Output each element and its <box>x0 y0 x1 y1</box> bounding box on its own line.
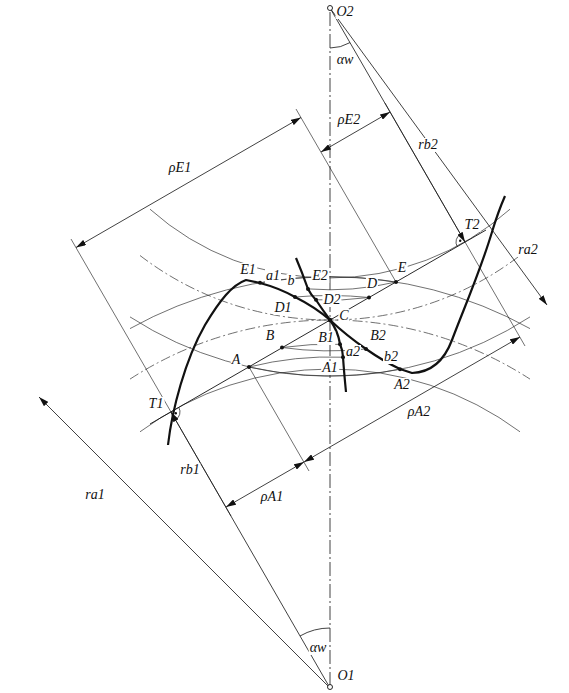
base-circle-1 <box>140 369 520 432</box>
point <box>258 281 262 285</box>
point <box>394 280 398 284</box>
point-label: ra2 <box>517 243 538 257</box>
point-label: a1 <box>265 269 281 283</box>
point-label: A1 <box>321 361 339 375</box>
angle-arc <box>330 43 350 48</box>
point-label: T2 <box>464 218 481 232</box>
point-label: O1 <box>336 669 355 683</box>
point-label: D1 <box>273 301 292 315</box>
dimension-line <box>76 118 301 248</box>
point-label: T1 <box>148 397 165 411</box>
line-of-action <box>150 230 486 424</box>
point <box>306 287 310 291</box>
point <box>280 346 284 350</box>
base-circle-2 <box>150 209 510 278</box>
point-label: A <box>231 353 242 367</box>
point-label: A2 <box>393 378 411 392</box>
point <box>328 318 333 323</box>
pitch-circle-1 <box>130 320 530 379</box>
point-label: b2 <box>383 350 399 364</box>
point-label: B2 <box>369 329 387 343</box>
angle-arc <box>300 628 330 636</box>
dimension-line <box>304 337 520 462</box>
point-label: D <box>366 277 378 291</box>
point-label: a2 <box>345 345 361 359</box>
gear-center <box>328 6 333 11</box>
right-angle-dot <box>175 412 177 414</box>
point-label: E1 <box>239 263 257 277</box>
point-label: C <box>338 309 349 323</box>
tip-circle-2 <box>130 317 530 376</box>
point-label: ρA2 <box>407 405 431 419</box>
center-axis <box>330 12 331 688</box>
gear2-tooth <box>296 196 505 373</box>
point <box>293 295 297 299</box>
contact-points <box>247 280 402 371</box>
point-label: E2 <box>311 269 329 283</box>
point-label: B1 <box>317 331 335 345</box>
right-angle-mark <box>456 234 461 246</box>
projection-arc <box>308 282 396 290</box>
point-label: b <box>287 274 296 288</box>
point <box>338 342 342 346</box>
point-label: ρA1 <box>260 490 284 504</box>
right-angle-mark <box>176 408 181 420</box>
point-label: ρE1 <box>168 161 192 175</box>
point-label: rb1 <box>179 463 200 477</box>
tip-radius-2 <box>330 8 547 305</box>
point <box>398 367 402 371</box>
right-angle-dot <box>459 240 461 242</box>
point <box>364 347 368 351</box>
gear-center <box>328 685 333 690</box>
point-label: O2 <box>335 5 354 19</box>
point <box>367 296 371 300</box>
dimension-line <box>226 462 304 507</box>
point-label: ρE2 <box>337 113 361 127</box>
tip-circle-1 <box>130 277 530 329</box>
point-label: B <box>265 329 276 343</box>
point-label: αw <box>336 53 355 67</box>
extension-lines <box>71 103 525 516</box>
point-label: αw <box>309 641 328 655</box>
point-label: E <box>397 261 408 275</box>
point-label: ra1 <box>84 488 105 502</box>
point <box>314 298 318 302</box>
dimension-line <box>321 112 390 152</box>
point <box>247 365 251 369</box>
point-label: rb2 <box>417 138 438 152</box>
point-label: D2 <box>322 293 341 307</box>
tip-radius-1 <box>39 397 330 688</box>
